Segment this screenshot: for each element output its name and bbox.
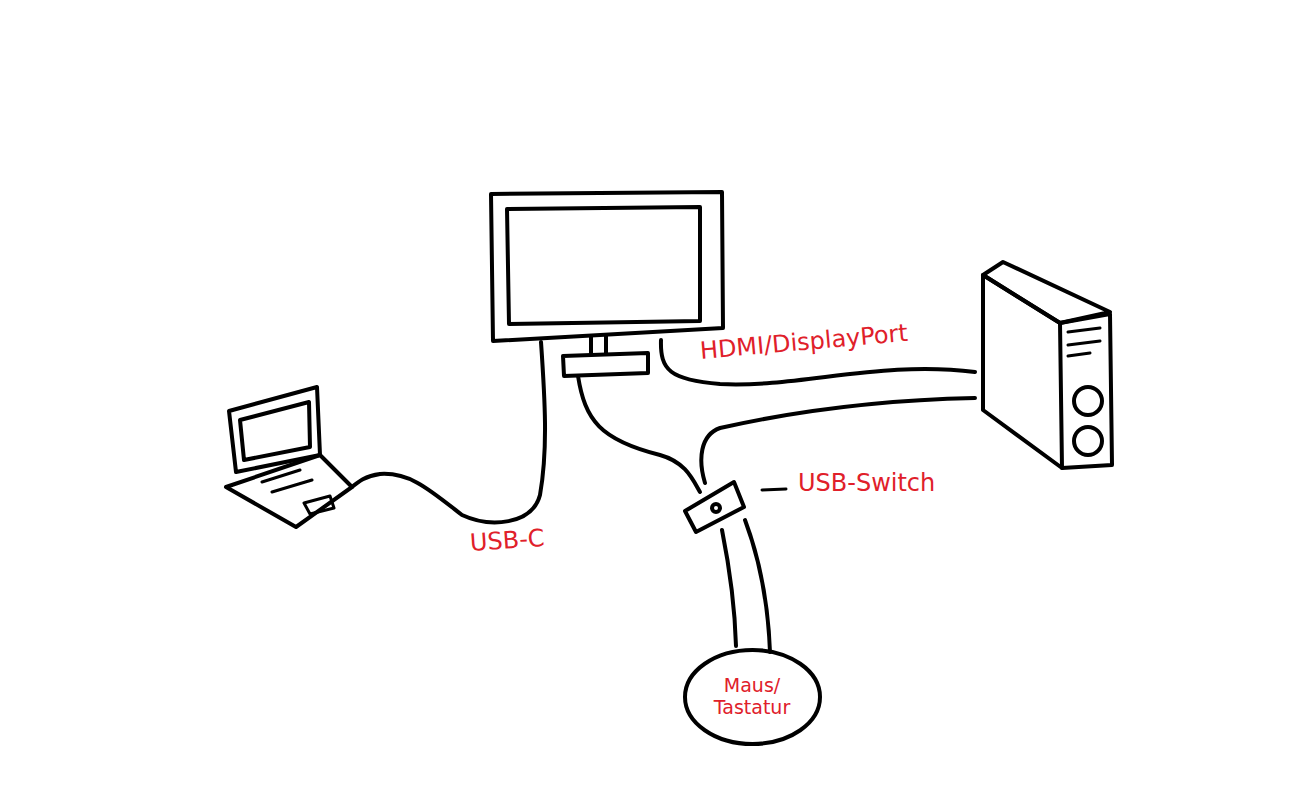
ellipse-node: Maus/ Tastatur <box>682 647 823 747</box>
monitor-screen <box>507 207 700 324</box>
laptop-screen <box>240 402 310 460</box>
pc-side <box>983 275 1062 468</box>
callout-label: USB-Switch <box>798 470 935 496</box>
ellipse-shape <box>685 650 820 744</box>
peripheral-cable <box>722 520 770 652</box>
pc-button <box>1074 387 1102 415</box>
laptop-base <box>226 455 352 527</box>
usb-c-cable <box>352 342 545 522</box>
usb-switch-button <box>712 504 720 512</box>
leader-line <box>762 489 786 490</box>
cable-label: USB-C <box>469 525 545 557</box>
cable-label: HDMI/DisplayPort <box>699 320 909 364</box>
laptop-keys <box>262 470 334 514</box>
pc-button <box>1074 427 1102 455</box>
pc-front <box>1060 314 1112 468</box>
usb-cable <box>578 376 700 492</box>
pc-drive-bays <box>1068 328 1100 356</box>
monitor-stand <box>563 353 648 376</box>
monitor-neck <box>591 336 606 353</box>
monitor-outline <box>491 192 723 341</box>
node-text: Maus/ Tastatur <box>707 675 797 719</box>
usb-switch-box <box>685 482 744 532</box>
